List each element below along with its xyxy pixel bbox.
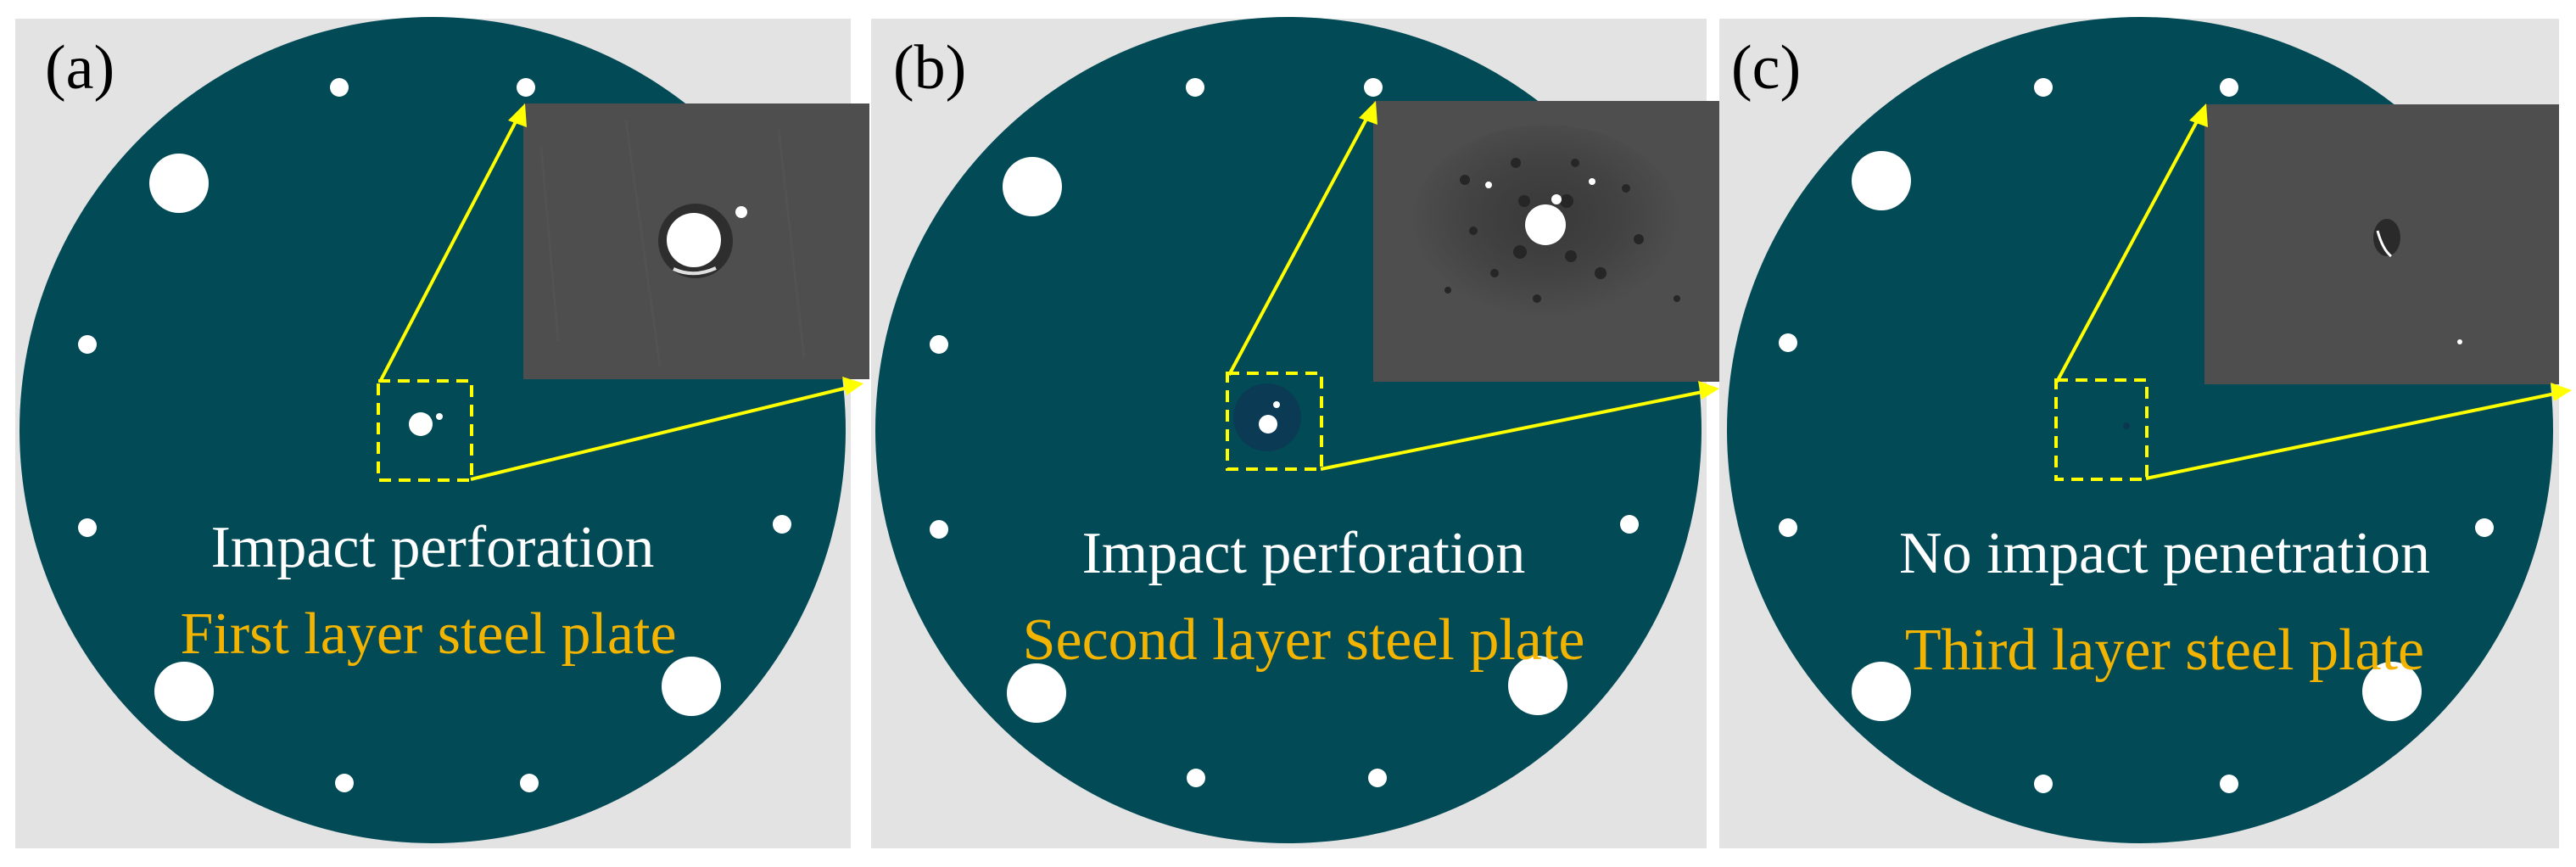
- panel-label: (b): [893, 33, 966, 103]
- bolt-hole: [1186, 78, 1204, 97]
- inset-dent-highlight: [2376, 230, 2392, 258]
- zoom-arrow-upper: [1227, 109, 1373, 376]
- impact-fragment: [1273, 401, 1280, 408]
- zoom-arrow-upper: [378, 111, 522, 383]
- layer-caption: First layer steel plate: [180, 601, 676, 667]
- damage-status: Impact perforation: [211, 515, 655, 580]
- layer-caption: Second layer steel plate: [1023, 607, 1585, 673]
- zoom-arrow-lower: [2145, 391, 2560, 480]
- zoom-arrowhead-lower: [2551, 383, 2572, 401]
- bolt-hole: [78, 335, 97, 354]
- zoom-arrow-lower: [1320, 389, 1707, 471]
- panel-label: (a): [45, 33, 115, 103]
- zoom-arrow-upper: [2055, 111, 2204, 383]
- large-hole: [154, 662, 214, 721]
- zoom-arrowhead-lower: [842, 377, 863, 395]
- bolt-hole: [517, 78, 535, 97]
- bolt-hole: [773, 515, 791, 534]
- inset-speck: [2457, 339, 2462, 344]
- zoom-arrow-lower: [470, 385, 852, 481]
- inset-fragment: [1589, 178, 1595, 185]
- bolt-hole: [1187, 769, 1205, 787]
- layer-caption: Third layer steel plate: [1905, 618, 2424, 683]
- panel-b: (b) Impact perforation Second layer stee…: [871, 17, 1719, 848]
- bolt-hole: [1368, 769, 1387, 787]
- inset-dent: [2373, 219, 2400, 256]
- zoom-box: [377, 379, 473, 482]
- zoom-box: [2054, 378, 2149, 481]
- large-hole: [149, 154, 209, 213]
- panel-a: (a) Impact perforation First layer steel…: [15, 17, 869, 848]
- damage-status: Impact perforation: [1082, 521, 1526, 586]
- panel-c: (c) No impact penetration Third layer st…: [1719, 17, 2572, 848]
- large-hole: [662, 657, 721, 716]
- large-hole: [1007, 663, 1066, 723]
- impact-dent: [2123, 422, 2130, 429]
- bolt-hole: [2220, 78, 2238, 97]
- large-hole: [1508, 656, 1567, 715]
- impact-fragment: [436, 413, 443, 420]
- damage-status: No impact penetration: [1899, 521, 2430, 586]
- bolt-hole: [78, 518, 97, 537]
- panel-label: (c): [1731, 33, 1801, 103]
- bolt-hole: [930, 520, 948, 539]
- zoom-arrowhead-upper: [1359, 101, 1377, 125]
- bolt-hole: [930, 335, 948, 354]
- bolt-hole: [1779, 333, 1797, 352]
- bolt-hole: [2034, 775, 2053, 793]
- zoom-arrowhead-lower: [1698, 381, 1719, 400]
- zoom-arrowhead-upper: [2189, 103, 2208, 127]
- impact-hole: [409, 412, 433, 436]
- bolt-hole: [1779, 518, 1797, 537]
- impact-hole: [1259, 415, 1277, 434]
- inset-spatter-pits: [1444, 158, 1680, 303]
- inset-grain: [539, 120, 806, 367]
- inset-fragment: [735, 206, 747, 218]
- bolt-hole: [335, 774, 354, 792]
- bolt-hole: [330, 78, 349, 97]
- bolt-hole: [1364, 78, 1383, 97]
- inset-fragment: [1485, 182, 1492, 188]
- large-hole: [1852, 662, 1911, 721]
- zoom-arrowhead-upper: [508, 103, 527, 127]
- zoom-box: [1226, 372, 1323, 471]
- inset-fragment: [1551, 194, 1562, 204]
- large-hole: [2362, 662, 2422, 721]
- bolt-hole: [2220, 775, 2238, 793]
- large-hole: [1003, 157, 1062, 216]
- bolt-hole: [2475, 518, 2494, 537]
- inset-burr: [673, 266, 717, 276]
- large-hole: [1852, 151, 1911, 210]
- inset-perforation: [1525, 204, 1566, 245]
- bolt-hole: [520, 774, 539, 792]
- bolt-hole: [2034, 78, 2053, 97]
- inset-perforation: [667, 213, 721, 267]
- bolt-hole: [1620, 515, 1639, 534]
